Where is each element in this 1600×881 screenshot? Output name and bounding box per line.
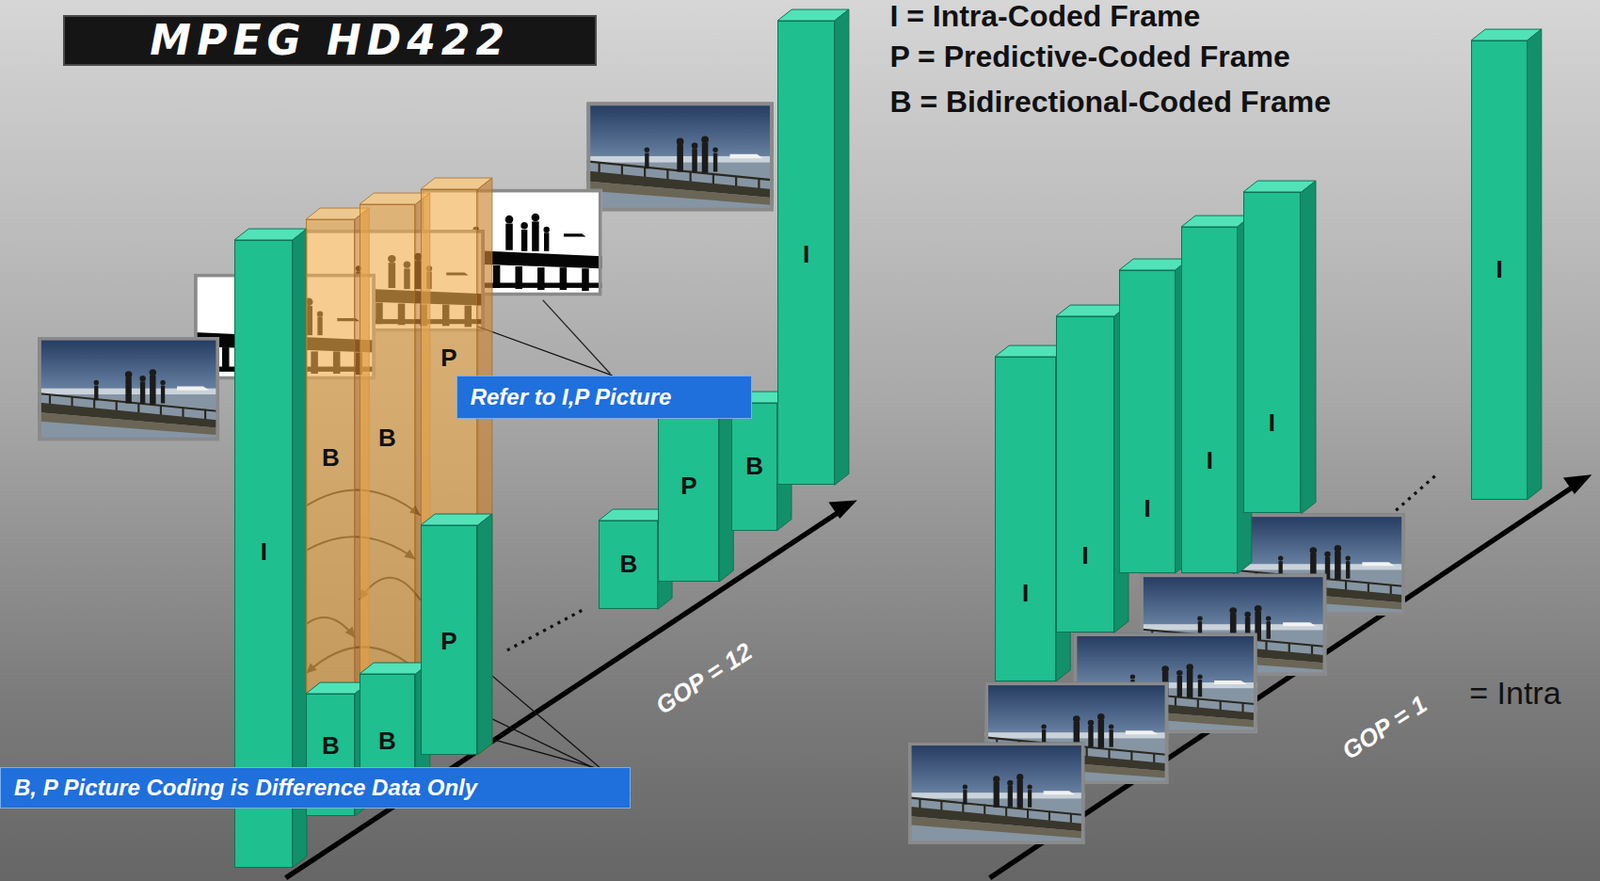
callout-text: Refer to I,P Picture bbox=[470, 384, 672, 411]
frame-type-letter: I bbox=[260, 537, 268, 566]
frame-type-letter: B bbox=[378, 423, 397, 452]
frame-type-letter: I bbox=[802, 240, 810, 269]
bar-faces bbox=[1056, 316, 1115, 633]
label-holder: = Intra bbox=[1469, 675, 1561, 711]
frame-type-letter: I bbox=[1144, 494, 1152, 523]
frame-bar: I bbox=[777, 20, 835, 485]
frame-bar: P bbox=[657, 398, 720, 582]
label-holder: GOP = 1 bbox=[1337, 690, 1432, 766]
bar-faces bbox=[994, 356, 1056, 682]
frame-type-letter: P bbox=[440, 626, 457, 656]
label-holder: GOP = 12 bbox=[651, 638, 757, 720]
bar-faces bbox=[1119, 270, 1176, 574]
frame-type-letter: I bbox=[1268, 408, 1276, 437]
callout-box: B, P Picture Coding is Difference Data O… bbox=[0, 767, 631, 808]
frame-type-letter: B bbox=[378, 726, 397, 755]
bar-faces bbox=[1243, 192, 1302, 514]
label-holder: I = Intra-Coded Frame bbox=[889, 0, 1200, 33]
logo-text: MPEG HD422 bbox=[134, 16, 526, 64]
frame-bar: I bbox=[1119, 270, 1176, 574]
frame-type-letter: P bbox=[680, 471, 697, 500]
frame-bar: B bbox=[731, 402, 778, 531]
bar-side-face bbox=[1300, 180, 1315, 513]
axis-label: GOP = 1 bbox=[1337, 690, 1432, 766]
frame-type-letter: I bbox=[1022, 578, 1029, 608]
legend-note: P = Predictive-Coded Frame bbox=[889, 40, 1290, 74]
frame-type-letter: I bbox=[1206, 446, 1214, 475]
legend-note: B = Bidirectional-Coded Frame bbox=[889, 85, 1331, 119]
frame-bar: I bbox=[1181, 226, 1238, 575]
label-holder: P = Predictive-Coded Frame bbox=[889, 40, 1290, 74]
frame-type-letter: I bbox=[1496, 255, 1504, 284]
frame-bar: I bbox=[1243, 192, 1302, 514]
frame-bar: I bbox=[1471, 40, 1528, 500]
label-holder: B = Bidirectional-Coded Frame bbox=[889, 85, 1331, 119]
frame-type-letter: I bbox=[1081, 541, 1088, 570]
time-axis bbox=[286, 474, 1593, 878]
frame-type-letter: B bbox=[321, 443, 340, 472]
bar-side-face bbox=[834, 9, 849, 485]
frame-type-letter: B bbox=[619, 549, 638, 578]
bar-side-face bbox=[477, 513, 492, 755]
callout-text: B, P Picture Coding is Difference Data O… bbox=[14, 774, 478, 801]
bar-faces bbox=[1181, 226, 1238, 575]
frame-bar: I bbox=[994, 356, 1056, 682]
frame-bar: B bbox=[598, 520, 658, 609]
frame-bar: P bbox=[420, 525, 479, 755]
legend-note: = Intra bbox=[1469, 675, 1561, 711]
bar-side-face bbox=[1527, 29, 1542, 500]
frame-type-letter: P bbox=[440, 343, 457, 372]
axis-label: GOP = 12 bbox=[651, 638, 757, 720]
frame-type-letter: B bbox=[321, 731, 340, 760]
leader-line bbox=[477, 326, 612, 376]
callout-box: Refer to I,P Picture bbox=[456, 375, 752, 419]
logo-box: MPEG HD422 bbox=[63, 15, 597, 66]
frame-type-letter: B bbox=[745, 451, 764, 480]
leader-stroke bbox=[477, 326, 612, 376]
frame-bar: I bbox=[1056, 316, 1115, 633]
bar-side-face bbox=[477, 177, 492, 756]
legend-note: I = Intra-Coded Frame bbox=[889, 0, 1200, 33]
